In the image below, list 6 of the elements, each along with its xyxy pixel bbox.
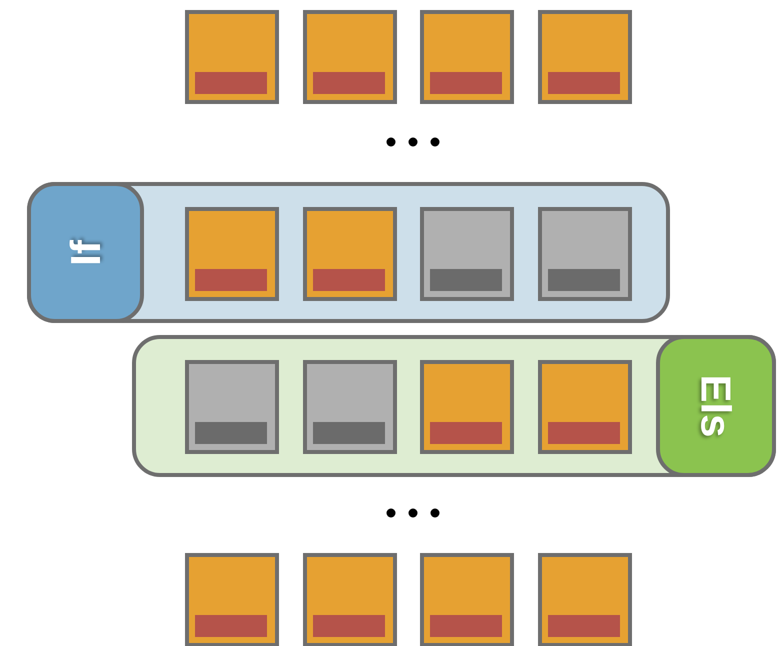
label-tab: [656, 335, 776, 477]
group-band: [27, 182, 670, 323]
label-tab: [27, 182, 144, 323]
branch-label: If: [64, 240, 106, 266]
group-band: [132, 335, 776, 477]
branch-label: Els: [695, 374, 737, 438]
